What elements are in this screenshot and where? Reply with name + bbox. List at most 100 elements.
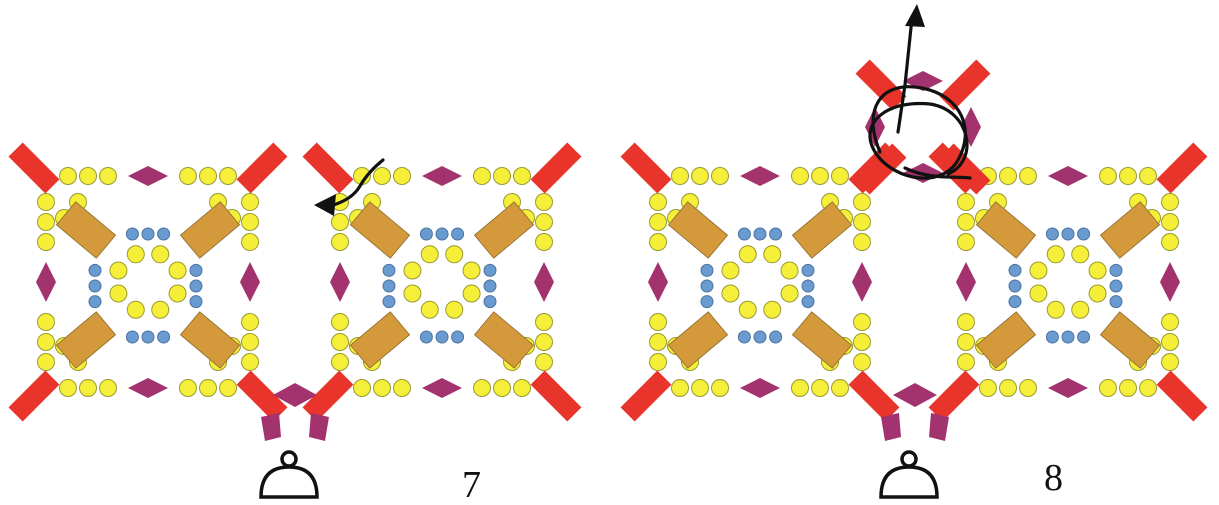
blue-seed-bead <box>383 280 395 292</box>
yellow-seed-bead <box>1162 334 1179 351</box>
yellow-seed-bead <box>332 334 349 351</box>
blue-seed-bead <box>701 296 713 308</box>
red-bugle-bead <box>531 143 582 194</box>
yellow-seed-bead <box>812 380 829 397</box>
blue-seed-bead <box>1110 296 1122 308</box>
yellow-seed-bead <box>722 285 739 302</box>
yellow-seed-bead <box>781 262 798 279</box>
arrow-icon <box>905 4 925 27</box>
red-bugle-bead <box>531 371 582 422</box>
red-bugle-bead <box>929 371 980 422</box>
yellow-seed-bead <box>712 380 729 397</box>
magenta-drop-bead <box>330 262 350 302</box>
yellow-seed-bead <box>38 334 55 351</box>
bell-stop-icon <box>881 467 937 497</box>
yellow-seed-bead <box>672 380 689 397</box>
yellow-seed-bead <box>354 380 371 397</box>
magenta-drop-bead <box>881 413 901 441</box>
blue-seed-bead <box>1110 280 1122 292</box>
blue-seed-bead <box>701 280 713 292</box>
yellow-seed-bead <box>958 194 975 211</box>
blue-seed-bead <box>190 280 202 292</box>
yellow-seed-bead <box>1030 262 1047 279</box>
blue-seed-bead <box>802 296 814 308</box>
yellow-seed-bead <box>100 380 117 397</box>
yellow-seed-bead <box>1120 168 1137 185</box>
gold-rectangle-bead <box>474 312 533 368</box>
yellow-seed-bead <box>514 380 531 397</box>
yellow-seed-bead <box>80 380 97 397</box>
yellow-seed-bead <box>1047 301 1064 318</box>
blue-seed-bead <box>754 228 766 240</box>
yellow-seed-bead <box>38 314 55 331</box>
yellow-seed-bead <box>80 168 97 185</box>
yellow-seed-bead <box>958 314 975 331</box>
yellow-seed-bead <box>127 301 144 318</box>
yellow-seed-bead <box>474 380 491 397</box>
yellow-seed-bead <box>374 380 391 397</box>
blue-seed-bead <box>190 296 202 308</box>
magenta-drop-bead <box>261 413 281 441</box>
yellow-seed-bead <box>169 285 186 302</box>
blue-seed-bead <box>420 331 432 343</box>
blue-seed-bead <box>1009 264 1021 276</box>
yellow-seed-bead <box>1100 168 1117 185</box>
yellow-seed-bead <box>1089 285 1106 302</box>
bead-unit-3 <box>621 143 900 422</box>
blue-seed-bead <box>1009 280 1021 292</box>
yellow-seed-bead <box>127 246 144 263</box>
yellow-seed-bead <box>200 168 217 185</box>
blue-seed-bead <box>190 264 202 276</box>
gold-rectangle-bead <box>1100 312 1159 368</box>
blue-seed-bead <box>89 296 101 308</box>
blue-seed-bead <box>1062 228 1074 240</box>
gold-rectangle-bead <box>350 312 409 368</box>
yellow-seed-bead <box>1162 314 1179 331</box>
yellow-seed-bead <box>692 168 709 185</box>
magenta-drop-bead <box>929 413 949 441</box>
magenta-drop-bead <box>534 262 554 302</box>
yellow-seed-bead <box>650 194 667 211</box>
bead-units <box>9 143 1208 422</box>
yellow-seed-bead <box>38 234 55 251</box>
blue-seed-bead <box>1009 296 1021 308</box>
blue-seed-bead <box>802 264 814 276</box>
yellow-seed-bead <box>739 246 756 263</box>
yellow-seed-bead <box>1072 246 1089 263</box>
yellow-seed-bead <box>1000 168 1017 185</box>
yellow-seed-bead <box>1100 380 1117 397</box>
yellow-seed-bead <box>854 354 871 371</box>
red-bugle-bead <box>1157 143 1208 194</box>
red-bugle-bead <box>303 143 354 194</box>
yellow-seed-bead <box>650 354 667 371</box>
yellow-seed-bead <box>332 354 349 371</box>
magenta-drop-bead <box>240 262 260 302</box>
yellow-seed-bead <box>1162 354 1179 371</box>
yellow-seed-bead <box>792 168 809 185</box>
magenta-drop-bead <box>648 262 668 302</box>
blue-seed-bead <box>89 264 101 276</box>
yellow-seed-bead <box>169 262 186 279</box>
yellow-seed-bead <box>242 194 259 211</box>
blue-seed-bead <box>738 331 750 343</box>
blue-seed-bead <box>770 331 782 343</box>
yellow-seed-bead <box>1000 380 1017 397</box>
red-bugle-bead <box>621 371 672 422</box>
yellow-seed-bead <box>446 301 463 318</box>
yellow-seed-bead <box>152 301 169 318</box>
magenta-drop-bead <box>740 378 780 398</box>
yellow-seed-bead <box>494 168 511 185</box>
gold-rectangle-bead <box>792 312 851 368</box>
yellow-seed-bead <box>242 314 259 331</box>
yellow-seed-bead <box>722 262 739 279</box>
yellow-seed-bead <box>712 168 729 185</box>
yellow-seed-bead <box>100 168 117 185</box>
yellow-seed-bead <box>536 334 553 351</box>
yellow-seed-bead <box>110 262 127 279</box>
yellow-seed-bead <box>672 168 689 185</box>
yellow-seed-bead <box>38 354 55 371</box>
magenta-drop-bead <box>852 262 872 302</box>
blue-seed-bead <box>1110 264 1122 276</box>
gold-rectangle-bead <box>668 312 727 368</box>
